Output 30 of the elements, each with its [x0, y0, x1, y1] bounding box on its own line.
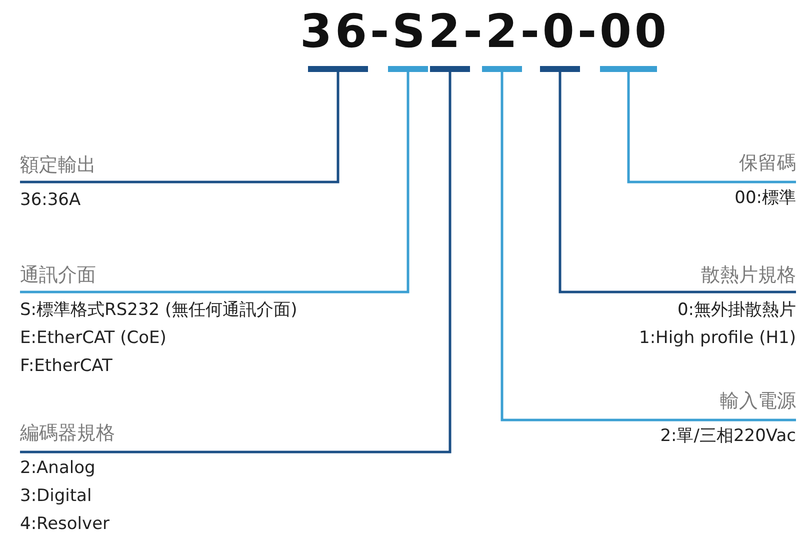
leader-line: [20, 72, 340, 184]
field-heading: 散熱片規格: [700, 263, 796, 288]
field-heading: 保留碼: [738, 151, 796, 176]
code-segment-bar: [600, 66, 657, 72]
field-heading: 通訊介面: [20, 263, 97, 288]
option-text: E:EtherCAT (CoE): [20, 327, 168, 350]
code-segment-bar: [388, 66, 428, 72]
option-text: 36:36A: [20, 189, 82, 212]
field-heading: 輸入電源: [719, 389, 796, 414]
option-text: 2:Analog: [20, 457, 96, 480]
option-text: 1:High profile (H1): [639, 327, 796, 350]
option-text: 0:無外掛散熱片: [676, 299, 796, 322]
option-text: 00:標準: [734, 187, 796, 210]
leader-line: [20, 72, 452, 454]
option-text: F:EtherCAT: [20, 355, 114, 378]
leader-line: [500, 72, 796, 422]
option-text: 3:Digital: [20, 485, 93, 508]
code-segment-bar: [430, 66, 470, 72]
code-segment-bar: [540, 66, 580, 72]
leader-line: [627, 72, 796, 184]
option-text: 2:單/三相220Vac: [660, 425, 796, 448]
code-segment-bar: [308, 66, 368, 72]
field-heading: 額定輸出: [20, 153, 96, 178]
field-heading: 編碼器規格: [20, 421, 115, 446]
model-code-title: 36-S2-2-0-00: [300, 4, 662, 58]
code-segment-bar: [482, 66, 522, 72]
leader-line: [558, 72, 796, 294]
leader-line: [20, 72, 410, 294]
option-text: 4:Resolver: [20, 513, 111, 536]
option-text: S:標準格式RS232 (無任何通訊介面): [20, 299, 298, 322]
